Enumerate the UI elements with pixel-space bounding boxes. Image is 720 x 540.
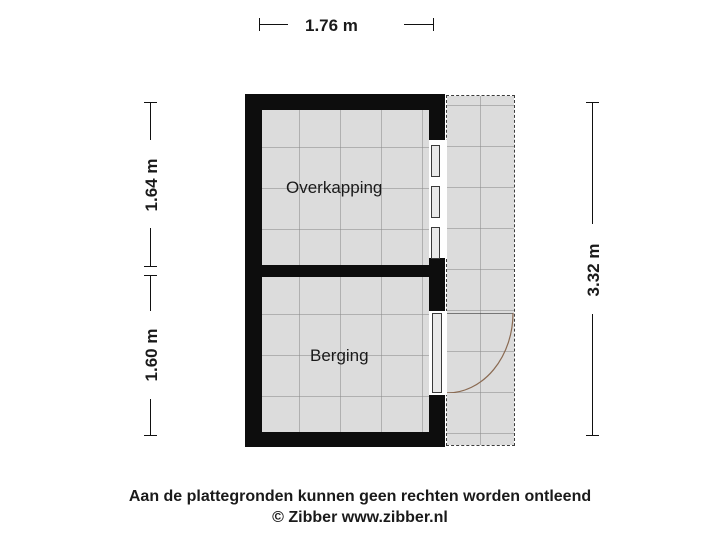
dim-tick-lower-bottom xyxy=(144,435,157,436)
dim-tick-lower-top xyxy=(144,275,157,276)
dim-label-height-lower: 1.60 m xyxy=(142,328,161,382)
dim-tick-upper-top xyxy=(144,102,157,103)
dim-tick-total-bottom xyxy=(586,435,599,436)
dim-label-bg-lower xyxy=(139,311,163,399)
dim-label-bg-upper xyxy=(139,140,163,228)
footer-line-1: Aan de plattegronden kunnen geen rechten… xyxy=(128,488,592,505)
footer-disclaimer: Aan de plattegronden kunnen geen rechten… xyxy=(0,486,720,528)
dim-label-width: 1.76 m xyxy=(305,16,358,35)
dim-label-bg-total xyxy=(581,224,605,314)
door-leaf-bottom xyxy=(431,227,440,259)
door-leaf-berging xyxy=(432,313,442,393)
door-leaf-top xyxy=(431,145,440,177)
dim-tick-width-left xyxy=(259,18,260,31)
door-swing-arc xyxy=(447,313,514,393)
room-label-overkapping: Overkapping xyxy=(286,178,383,197)
dim-label-bg-width xyxy=(288,12,404,38)
dim-label-height-upper: 1.64 m xyxy=(142,158,161,212)
dim-tick-upper-bottom xyxy=(144,266,157,267)
terrace-outline xyxy=(446,95,515,446)
terrace-area xyxy=(447,96,514,445)
room-overkapping xyxy=(262,110,429,265)
footer-line-2: © Zibber www.zibber.nl xyxy=(272,509,448,526)
room-label-berging: Berging xyxy=(310,346,369,365)
dim-tick-width-right xyxy=(433,18,434,31)
dim-tick-total-top xyxy=(586,102,599,103)
room-berging xyxy=(262,277,429,432)
door-leaf-middle xyxy=(431,186,440,218)
dim-label-total-height: 3.32 m xyxy=(584,243,603,297)
